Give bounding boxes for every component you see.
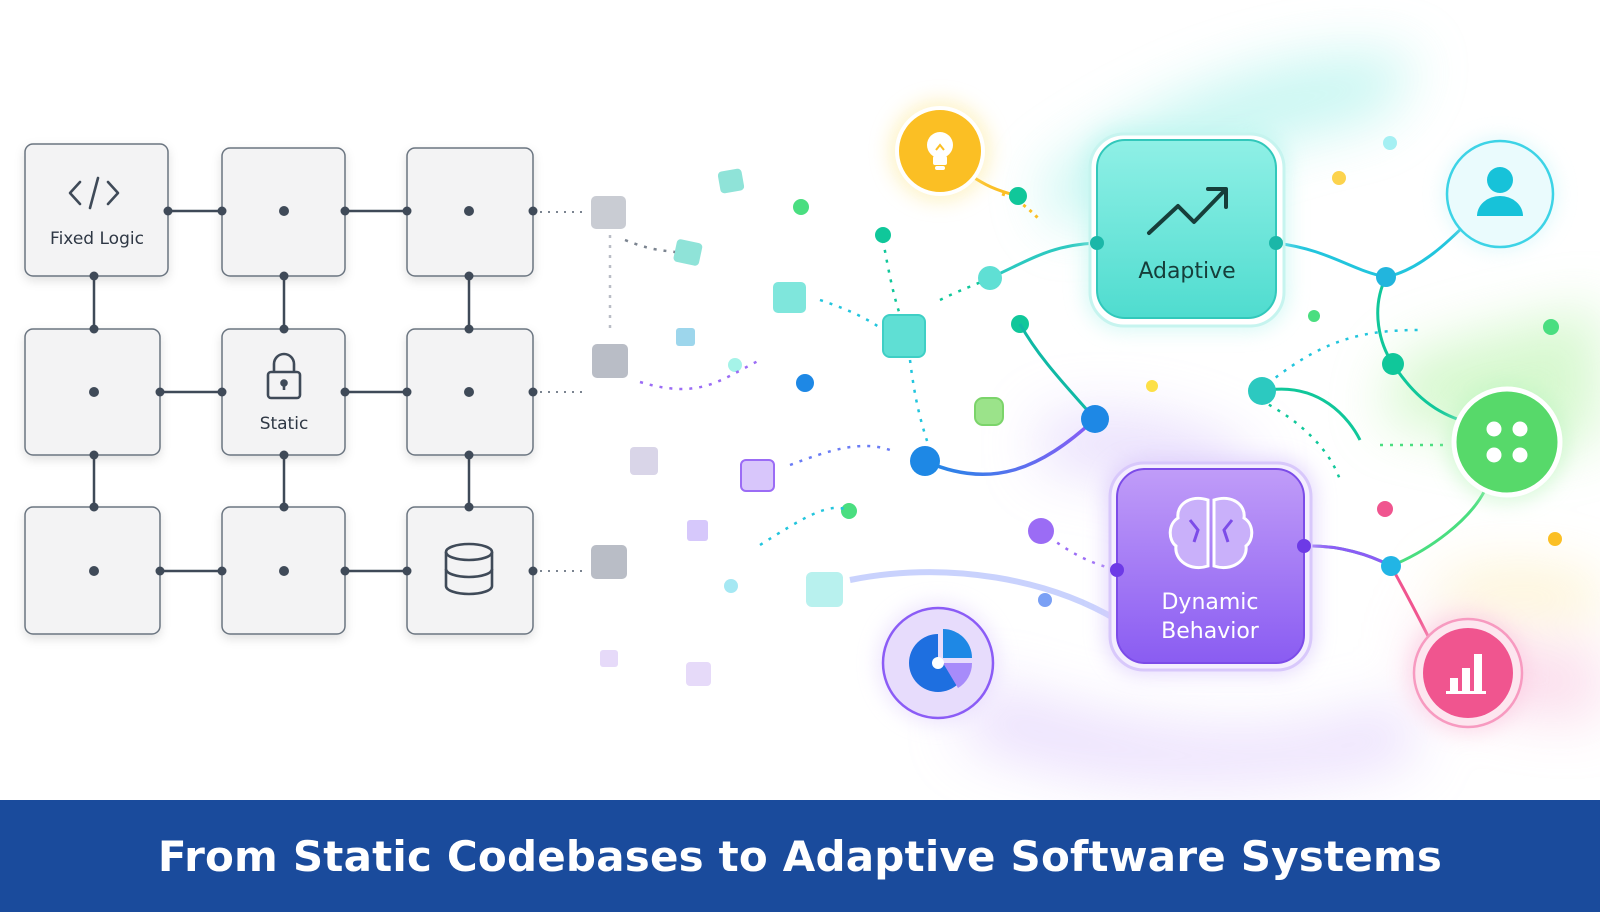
pie-chart-icon [909, 629, 973, 692]
network-links [849, 173, 1487, 641]
title-banner: From Static Codebases to Adaptive Softwa… [0, 800, 1600, 912]
bar-chart-icon [1446, 654, 1486, 694]
network-dots [910, 187, 1404, 607]
user-node [1444, 138, 1556, 250]
brain-icon [1168, 496, 1254, 569]
grid-dotted-exits [540, 211, 585, 572]
code-icon [68, 176, 120, 210]
static-grid [24, 143, 534, 635]
apps-node [1447, 382, 1567, 502]
adaptive-label: Adaptive [1138, 259, 1235, 284]
static-label: Static [260, 414, 309, 434]
user-icon [1477, 167, 1523, 216]
illustration: Fixed Logic Static [24, 53, 1600, 785]
lock-icon [266, 352, 302, 400]
grid-box-database [406, 506, 534, 635]
database-icon [444, 542, 494, 596]
grid-box-static [221, 328, 346, 456]
grid-connectors [92, 209, 471, 573]
banner-title: From Static Codebases to Adaptive Softwa… [157, 831, 1443, 881]
analytics-node [878, 603, 998, 723]
apps-grid-icon [1486, 421, 1528, 463]
adaptive-node: Adaptive [1085, 128, 1288, 330]
grid-dots [89, 206, 538, 576]
dynamic-label-line2: Behavior [1161, 619, 1260, 644]
metrics-node [1408, 613, 1528, 733]
fixed-logic-label: Fixed Logic [50, 229, 144, 249]
trend-up-icon [1147, 187, 1228, 235]
grid-box-fixed-logic [24, 143, 169, 277]
dynamic-label-line1: Dynamic [1161, 590, 1258, 615]
idea-node [890, 101, 990, 201]
lightbulb-icon [927, 132, 953, 170]
dynamic-behavior-node: Dynamic Behavior [1105, 458, 1315, 674]
